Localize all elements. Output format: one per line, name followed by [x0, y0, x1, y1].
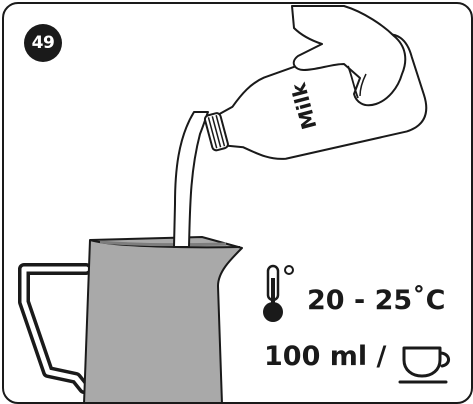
milk-pitcher [83, 236, 243, 402]
thermometer-icon [263, 264, 294, 322]
pouring-milk-illustration: Milk [18, 5, 450, 402]
milk-volume: 100 ml / [264, 341, 387, 372]
hand [291, 5, 407, 107]
temperature-range: 20 - 25˚C [307, 285, 446, 316]
milk-stream [173, 111, 209, 248]
cup-icon [398, 346, 450, 384]
step-number-badge: 49 [24, 24, 62, 62]
